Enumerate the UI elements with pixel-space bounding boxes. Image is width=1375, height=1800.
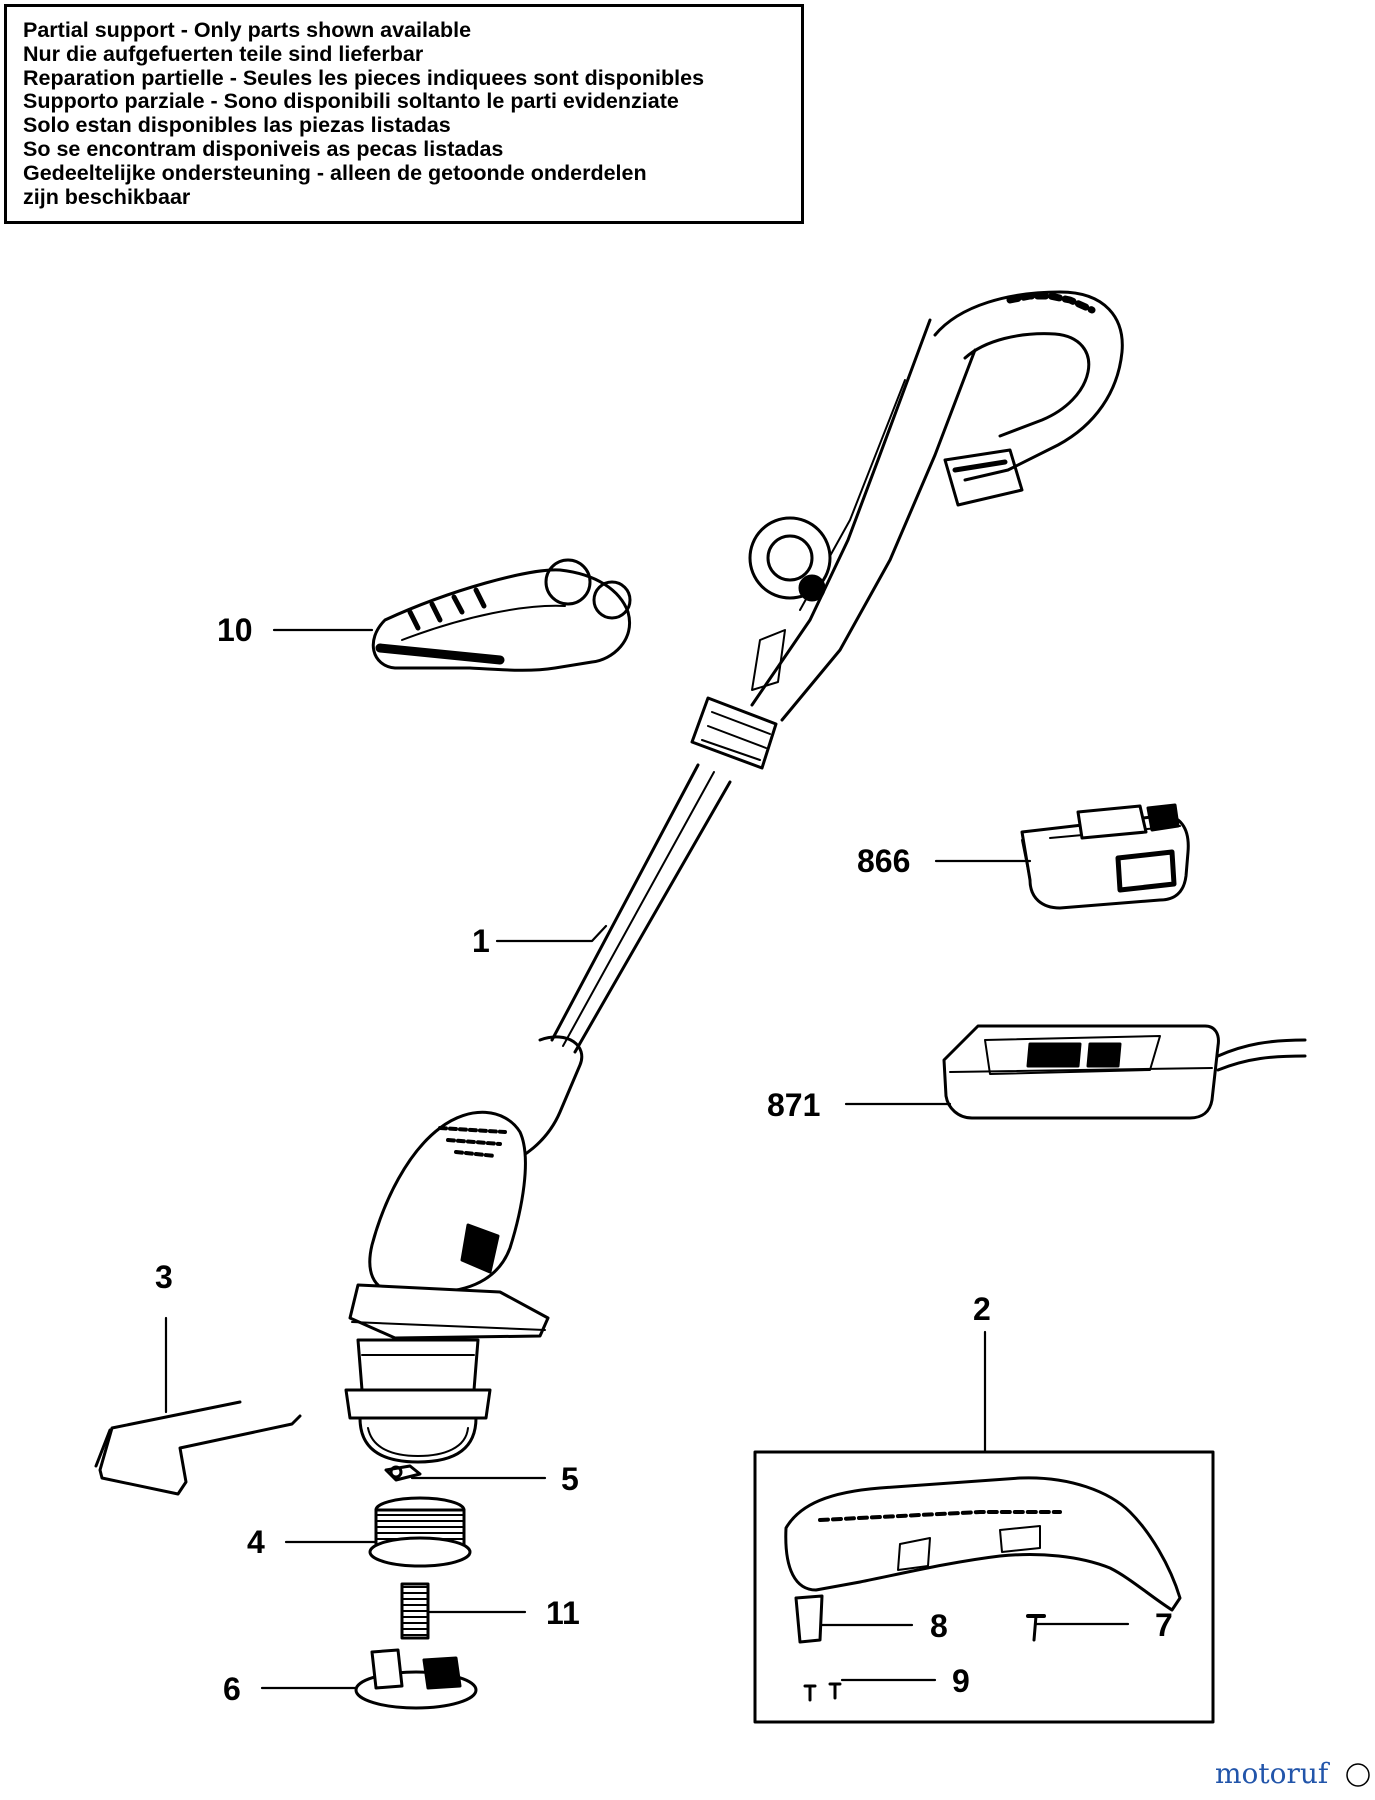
spool-retaining-clip (384, 1464, 422, 1482)
callout-6: 6 (223, 1671, 241, 1707)
callout-11: 11 (546, 1595, 580, 1631)
spool-spring (400, 1582, 430, 1640)
callout-871: 871 (767, 1087, 820, 1123)
guard-clip (794, 1594, 824, 1644)
callout-8: 8 (930, 1608, 948, 1644)
edge-guide-wire (94, 1400, 302, 1496)
battery-charger (942, 1024, 1307, 1120)
callout-10: 10 (217, 612, 253, 648)
line-spool (368, 1496, 472, 1568)
notice-line-de: Nur die aufgefuerten teile sind lieferba… (23, 41, 424, 66)
guard-screws (803, 1682, 842, 1702)
notice-line-pt: So se encontram disponiveis as pecas lis… (23, 136, 504, 161)
callout-9: 9 (952, 1663, 970, 1699)
guard-pin (1026, 1614, 1046, 1642)
notice-line-fr: Reparation partielle - Seules les pieces… (23, 65, 705, 90)
callout-2: 2 (973, 1291, 991, 1327)
parts-availability-notice: Partial support - Only parts shown avail… (4, 4, 804, 224)
trimmer-main-assembly (344, 290, 1124, 1464)
callout-3: 3 (155, 1259, 173, 1295)
spool-cap (354, 1648, 478, 1710)
notice-line-nl: Gedeeltelijke ondersteuning - alleen de … (23, 160, 647, 185)
battery-pack (1020, 803, 1190, 910)
notice-line-es: Solo estan disponibles las piezas listad… (23, 113, 451, 138)
notice-line-en: Partial support - Only parts shown avail… (23, 18, 472, 42)
notice-line-it: Supporto parziale - Sono disponibili sol… (23, 89, 679, 114)
callout-7: 7 (1155, 1607, 1173, 1643)
auxiliary-handle (371, 558, 632, 672)
callout-leader-lines (164, 628, 1130, 1690)
callout-866: 866 (857, 843, 910, 879)
copyright-icon (1346, 1763, 1370, 1787)
notice-line-nl-cont: zijn beschikbaar (23, 184, 191, 209)
callout-5: 5 (561, 1461, 579, 1497)
callout-4: 4 (247, 1524, 265, 1560)
guard-assembly (784, 1476, 1182, 1612)
watermark-logo: motoruf (1215, 1757, 1331, 1790)
callout-1: 1 (472, 923, 490, 959)
